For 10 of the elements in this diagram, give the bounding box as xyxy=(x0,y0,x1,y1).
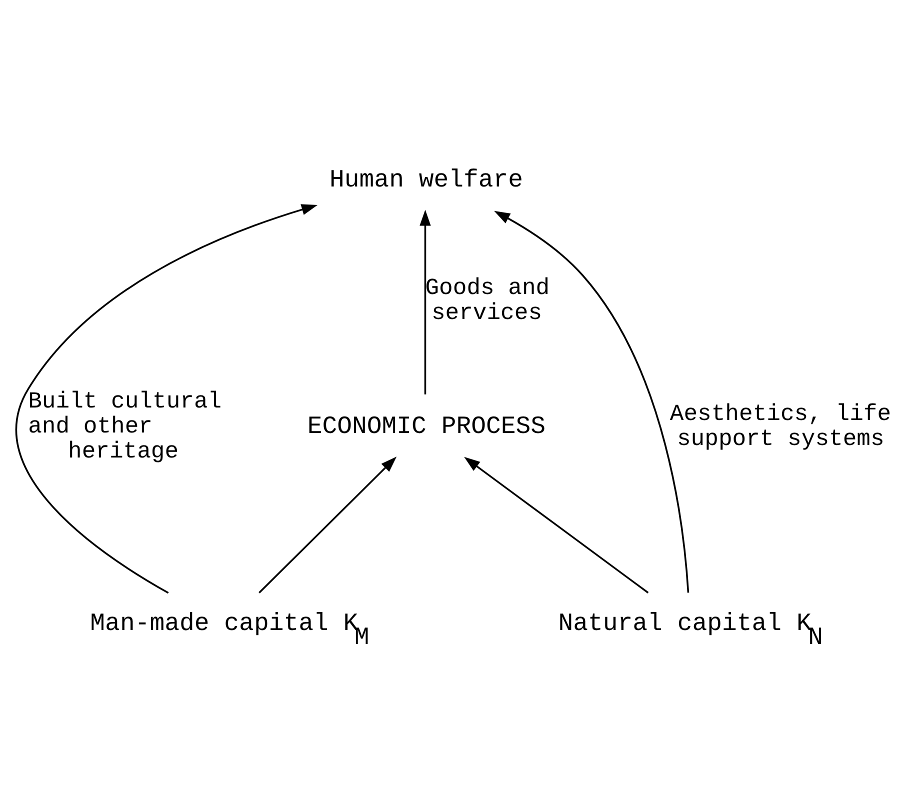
edge-label: Aesthetics, life support systems xyxy=(670,401,892,452)
node-text: Human welfare xyxy=(330,166,524,195)
edge-label: Built cultural and other heritage xyxy=(28,388,222,464)
edge-label: Goods and services xyxy=(425,275,550,326)
arrow xyxy=(494,210,690,593)
arrow xyxy=(258,456,397,594)
node-text: ECONOMIC PROCESS xyxy=(307,412,546,441)
arrow xyxy=(16,204,318,594)
arrow xyxy=(464,456,649,594)
arrow xyxy=(420,210,431,394)
